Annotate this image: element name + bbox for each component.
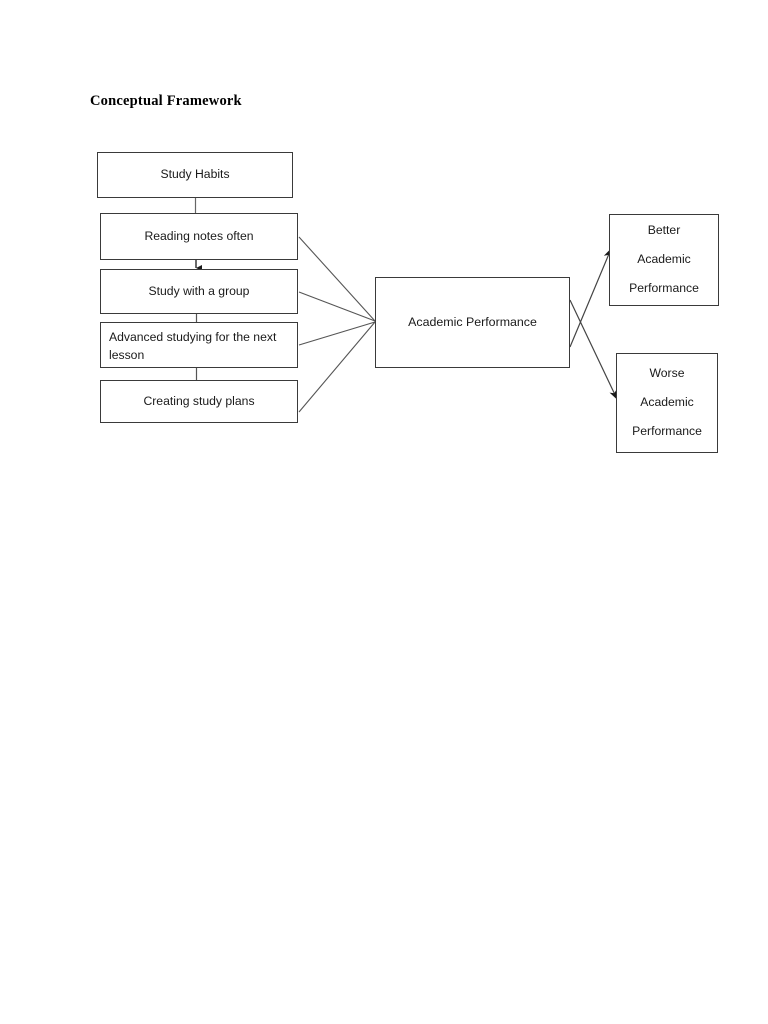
node-label: Creating study plans: [143, 393, 255, 408]
node-label-line-3: Performance: [632, 423, 702, 438]
node-study-with-a-group[interactable]: Study with a group: [100, 269, 298, 314]
node-label: Study Habits: [160, 167, 230, 182]
page-title: Conceptual Framework: [90, 93, 242, 109]
node-label-line-2: Academic: [637, 252, 691, 267]
node-creating-study-plans[interactable]: Creating study plans: [100, 380, 298, 423]
node-academic-performance[interactable]: Academic Performance: [375, 277, 570, 368]
node-label-line-3: Performance: [629, 280, 699, 295]
arrow-center-to-better: [569, 248, 612, 348]
node-advanced-studying[interactable]: Advanced studying for the next lesson: [100, 322, 298, 368]
node-worse-academic-performance[interactable]: Worse Academic Performance: [616, 353, 718, 453]
node-label: Reading notes often: [144, 228, 254, 243]
node-label: Academic Performance: [408, 314, 537, 329]
connector-plans-to-center: [298, 321, 376, 413]
node-reading-notes-often[interactable]: Reading notes often: [100, 213, 298, 260]
node-label: Study with a group: [148, 283, 250, 298]
arrow-center-to-worse: [569, 299, 618, 400]
node-better-academic-performance[interactable]: Better Academic Performance: [609, 214, 719, 306]
node-label-line-2: Academic: [640, 395, 694, 410]
node-label: Advanced studying for the next lesson: [109, 330, 277, 362]
node-label-line-1: Better: [647, 223, 681, 238]
connector-group-to-center: [298, 291, 376, 322]
connector-reading-to-center: [298, 236, 376, 322]
node-label-line-1: Worse: [649, 366, 685, 381]
connector-advanced-to-center: [298, 321, 376, 346]
node-study-habits[interactable]: Study Habits: [97, 152, 293, 198]
